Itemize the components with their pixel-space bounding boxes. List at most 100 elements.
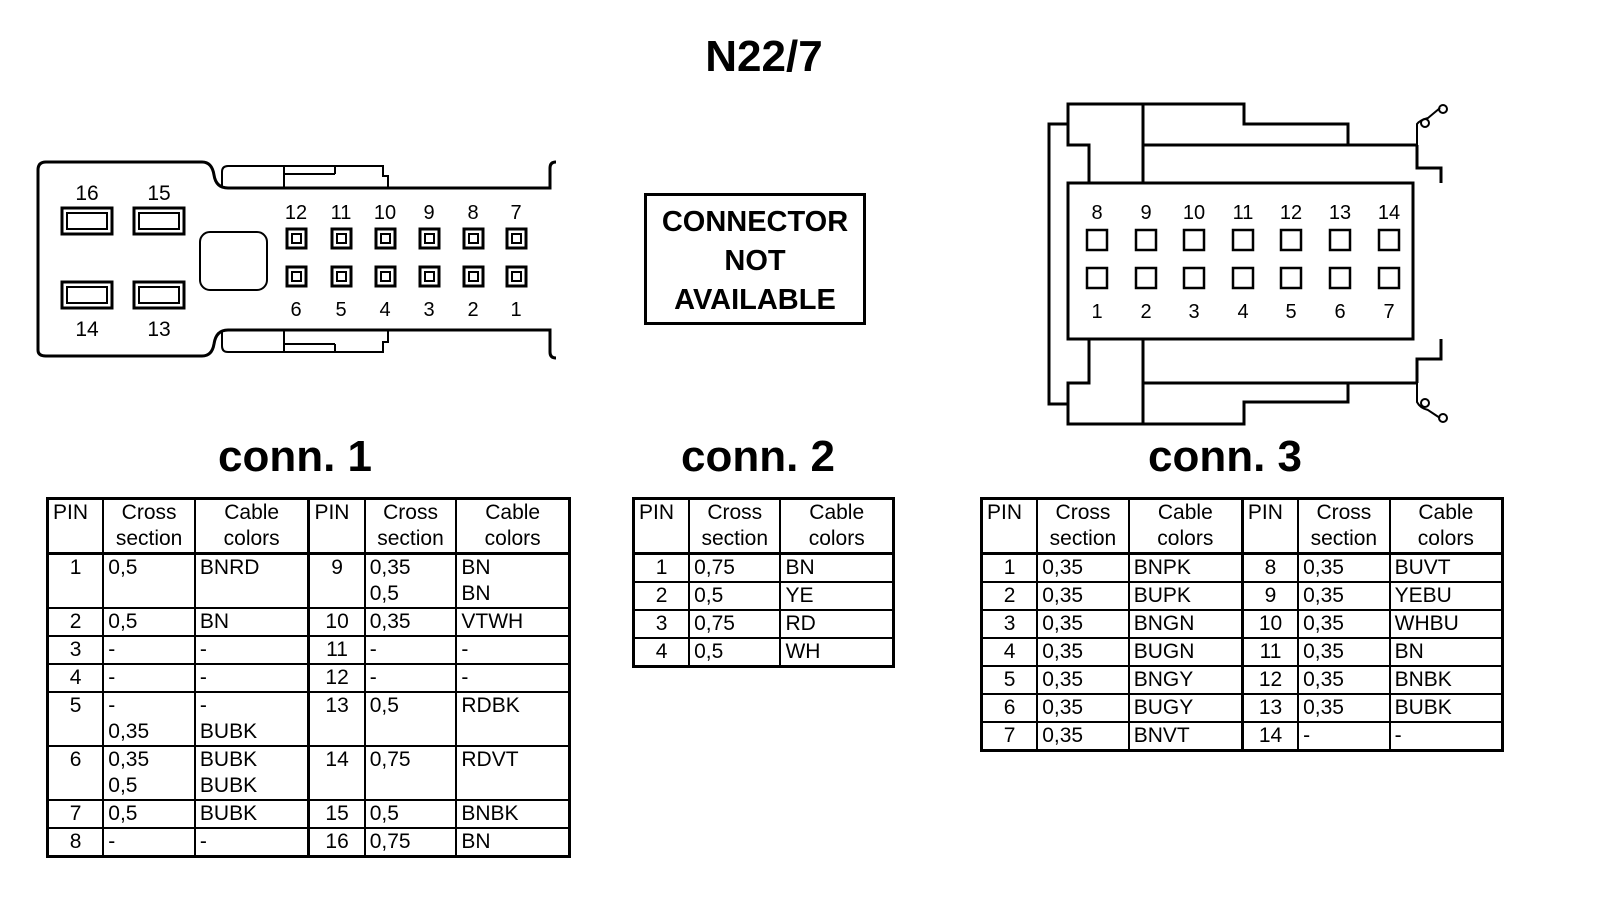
pin-socket-inner <box>468 271 479 282</box>
cable-color: BN <box>1388 637 1504 667</box>
cable-color: -BUBK <box>193 691 310 747</box>
pin-label: 11 <box>331 202 352 224</box>
pin-number: 12 <box>307 663 366 693</box>
cross-section-value: 0,35 <box>1303 640 1344 663</box>
cable-color: - <box>193 635 310 665</box>
cross-section-value: 0,35 <box>369 556 411 579</box>
cable-color: BN <box>455 827 571 858</box>
pin-number: 1 <box>632 552 691 583</box>
cross-section: 0,5 <box>102 607 196 637</box>
cross-section-value: 0,35 <box>1303 584 1344 607</box>
cross-section-value: 0,35 <box>1042 556 1084 579</box>
cable-color-value: BNPK <box>1133 556 1191 579</box>
cable-color-value: - <box>199 638 207 661</box>
pin-label: 1 <box>510 299 521 321</box>
pin-number: 13 <box>1240 693 1300 723</box>
header-text: colors <box>484 527 541 550</box>
pin-label: 11 <box>1233 202 1254 224</box>
pin-socket <box>505 265 528 288</box>
pin-label: 4 <box>1237 301 1248 323</box>
pin-socket <box>462 227 485 250</box>
pin-number: 8 <box>1240 552 1300 583</box>
cross-section-value: 0,35 <box>1042 696 1084 719</box>
pin-number: 12 <box>1240 665 1300 695</box>
cable-color: BNGY <box>1127 665 1244 695</box>
pin-socket-inner <box>468 233 479 244</box>
pin-number: 11 <box>1240 637 1300 667</box>
header-text: colors <box>808 527 865 550</box>
pin-label: 8 <box>467 202 478 224</box>
pin-label: 10 <box>374 202 396 224</box>
cross-section: 0,35 <box>1297 552 1391 583</box>
pin-socket-inner <box>291 233 302 244</box>
cross-section-value: - <box>108 638 116 661</box>
pin-socket-inner <box>291 271 302 282</box>
cross-section-value: 0,5 <box>108 556 138 579</box>
cable-color: YEBU <box>1388 581 1504 611</box>
cable-color-value: BN <box>461 582 491 605</box>
cable-color: BNBK <box>455 799 571 829</box>
header-text: section <box>1310 527 1378 550</box>
large-pin-socket <box>132 206 186 236</box>
pin-socket <box>1231 266 1255 290</box>
cable-color-value: - <box>461 666 469 689</box>
cable-color-value: RDVT <box>461 748 519 771</box>
large-pin-socket <box>132 280 186 310</box>
cable-color-value: BUPK <box>1133 584 1191 607</box>
cable-color: VTWH <box>455 607 571 637</box>
cross-section: 0,35 <box>1297 609 1391 639</box>
pin-socket <box>285 227 308 250</box>
cable-color-value: - <box>461 638 469 661</box>
pin-label: 14 <box>75 318 99 341</box>
header-text: Cross <box>1055 501 1111 524</box>
pin-socket-inner <box>380 271 391 282</box>
header-pin: PIN <box>980 497 1039 555</box>
cable-color: BUGN <box>1127 637 1244 667</box>
pin-number: 2 <box>632 581 691 611</box>
header-text: Cross <box>383 501 438 524</box>
cable-color: RD <box>779 609 895 639</box>
pin-socket <box>374 265 397 288</box>
pin-socket-inner <box>424 271 435 282</box>
header-pin: PIN <box>1240 497 1300 555</box>
header-pin: PIN <box>46 497 105 555</box>
cross-section: 0,35 <box>1036 552 1130 583</box>
cross-section-value: 0,35 <box>1042 640 1084 663</box>
large-pin-socket <box>60 206 114 236</box>
table-row: 3--11-- <box>46 635 571 665</box>
cross-section-value: - <box>108 666 116 689</box>
cross-section-value: - <box>369 666 377 689</box>
cross-section: 0,75 <box>363 745 458 801</box>
pin-number: 13 <box>307 691 366 747</box>
pin-number: 2 <box>46 607 105 637</box>
cross-section: 0,35 <box>1297 637 1391 667</box>
header-text: section <box>1049 527 1117 550</box>
large-pin-socket-inner <box>66 286 108 304</box>
pin-number: 2 <box>980 581 1039 611</box>
pin-label: 5 <box>335 299 346 321</box>
header-pin: PIN <box>632 497 691 555</box>
pin-label: 3 <box>1188 301 1199 323</box>
pin-number: 14 <box>1240 721 1300 752</box>
header-cross-section: Cross section <box>1036 497 1130 555</box>
cable-color: BUVT <box>1388 552 1504 583</box>
cable-color-value: BNBK <box>1394 668 1452 691</box>
cross-section-value: 0,5 <box>108 802 138 825</box>
conn2-label: conn. 2 <box>680 432 836 481</box>
cable-color-value: - <box>199 830 207 853</box>
cross-section: 0,5 <box>363 799 458 829</box>
cross-section-value: 0,35 <box>1042 724 1084 747</box>
pin-label: 12 <box>285 202 307 224</box>
pin-number: 16 <box>307 827 366 858</box>
cable-color: - <box>455 663 571 693</box>
conn3-label: conn. 3 <box>1147 432 1303 481</box>
cross-section-value: - <box>369 638 377 661</box>
